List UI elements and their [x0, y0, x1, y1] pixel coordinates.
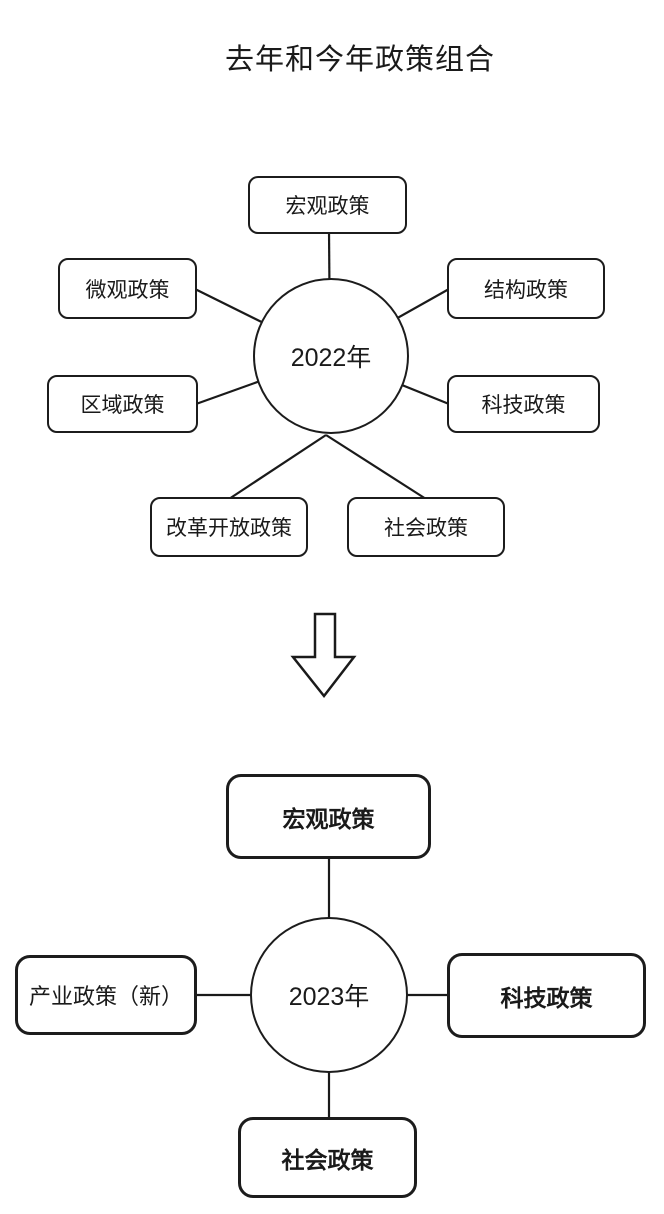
box-label: 宏观政策 — [285, 195, 370, 218]
box-label: 区域政策 — [80, 394, 165, 417]
box-label: 社会政策 — [281, 1146, 374, 1173]
box-2023-tech-policy: 科技政策 — [447, 953, 646, 1038]
box-2022-macro-policy: 宏观政策 — [248, 176, 407, 234]
hub-label: 2023年 — [288, 983, 370, 1011]
box-label: 科技政策 — [500, 984, 593, 1011]
connector-line — [228, 434, 327, 500]
box-2022-regional-policy: 区域政策 — [47, 375, 198, 433]
box-2022-micro-policy: 微观政策 — [58, 258, 197, 319]
box-2022-social-policy: 社会政策 — [347, 497, 505, 557]
hub-label: 2022年 — [290, 344, 372, 372]
box-2022-structural-policy: 结构政策 — [447, 258, 605, 319]
box-2022-tech-policy: 科技政策 — [447, 375, 600, 433]
box-label: 宏观政策 — [282, 805, 375, 832]
down-arrow-icon — [290, 612, 357, 699]
box-2023-macro-policy: 宏观政策 — [226, 774, 431, 859]
box-2023-industrial-policy: 产业政策（新） — [15, 955, 197, 1035]
circle-2023: 2023年 — [250, 917, 408, 1073]
box-label: 科技政策 — [481, 394, 566, 417]
page-title: 去年和今年政策组合 — [224, 44, 495, 76]
box-label: 改革开放政策 — [166, 517, 292, 540]
box-label: 社会政策 — [384, 517, 468, 540]
connector-line — [325, 434, 427, 500]
box-label: 产业政策（新） — [28, 984, 183, 1009]
box-label: 微观政策 — [85, 278, 170, 302]
box-2023-social-policy: 社会政策 — [238, 1117, 417, 1198]
box-label: 结构政策 — [484, 278, 568, 302]
box-2022-reform-opening-policy: 改革开放政策 — [150, 497, 308, 557]
circle-2022: 2022年 — [253, 278, 409, 434]
